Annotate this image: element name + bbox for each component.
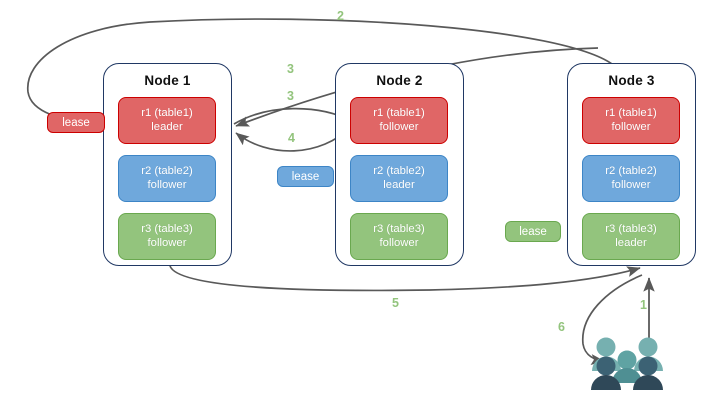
replica-line-1: r2 (table2) xyxy=(605,164,657,177)
lease-table3-badge[interactable]: lease xyxy=(505,221,561,242)
replica-line-1: r2 (table2) xyxy=(373,164,425,177)
node-2-replica-r2[interactable]: r2 (table2) leader xyxy=(350,155,448,202)
arrow-step-5 xyxy=(169,265,641,292)
replica-line-2: leader xyxy=(615,236,647,249)
node-2-replica-r1[interactable]: r1 (table1) follower xyxy=(350,97,448,144)
replica-line-1: r1 (table1) xyxy=(605,106,657,119)
node-3-replica-r2[interactable]: r2 (table2) follower xyxy=(582,155,680,202)
node-2-box[interactable]: Node 2 r1 (table1) follower r2 (table2) … xyxy=(335,63,464,266)
arrow-step-2 xyxy=(27,18,613,129)
step-6-label: 6 xyxy=(558,320,565,334)
lease-table2-badge[interactable]: lease xyxy=(277,166,334,187)
node-1-replica-r3[interactable]: r3 (table3) follower xyxy=(118,213,216,260)
step-3a-label: 3 xyxy=(287,62,294,76)
replica-line-2: follower xyxy=(147,178,187,191)
replica-line-2: follower xyxy=(611,120,651,133)
step-1-label: 1 xyxy=(640,298,647,312)
replica-line-1: r3 (table3) xyxy=(141,222,193,235)
replica-line-1: r3 (table3) xyxy=(605,222,657,235)
replica-line-1: r3 (table3) xyxy=(373,222,425,235)
replica-line-2: follower xyxy=(611,178,651,191)
node-3-box[interactable]: Node 3 r1 (table1) follower r2 (table2) … xyxy=(567,63,696,266)
node-3-replica-r3[interactable]: r3 (table3) leader xyxy=(582,213,680,260)
node-3-title: Node 3 xyxy=(608,73,655,88)
replica-line-1: r2 (table2) xyxy=(141,164,193,177)
arrow-step-6 xyxy=(582,274,643,365)
replica-line-2: leader xyxy=(383,178,415,191)
node-3-replica-r1[interactable]: r1 (table1) follower xyxy=(582,97,680,144)
replica-line-2: follower xyxy=(379,236,419,249)
replica-line-1: r1 (table1) xyxy=(373,106,425,119)
replica-line-1: r1 (table1) xyxy=(141,106,193,119)
node-1-box[interactable]: Node 1 r1 (table1) leader r2 (table2) fo… xyxy=(103,63,232,266)
step-3b-label: 3 xyxy=(287,89,294,103)
node-1-replica-r1[interactable]: r1 (table1) leader xyxy=(118,97,216,144)
node-1-title: Node 1 xyxy=(144,73,191,88)
step-4-label: 4 xyxy=(288,131,295,145)
replica-line-2: leader xyxy=(151,120,183,133)
node-2-title: Node 2 xyxy=(376,73,423,88)
step-2-label: 2 xyxy=(337,9,344,23)
replica-line-2: follower xyxy=(147,236,187,249)
replica-line-2: follower xyxy=(379,120,419,133)
step-5-label: 5 xyxy=(392,296,399,310)
node-1-replica-r2[interactable]: r2 (table2) follower xyxy=(118,155,216,202)
node-2-replica-r3[interactable]: r3 (table3) follower xyxy=(350,213,448,260)
